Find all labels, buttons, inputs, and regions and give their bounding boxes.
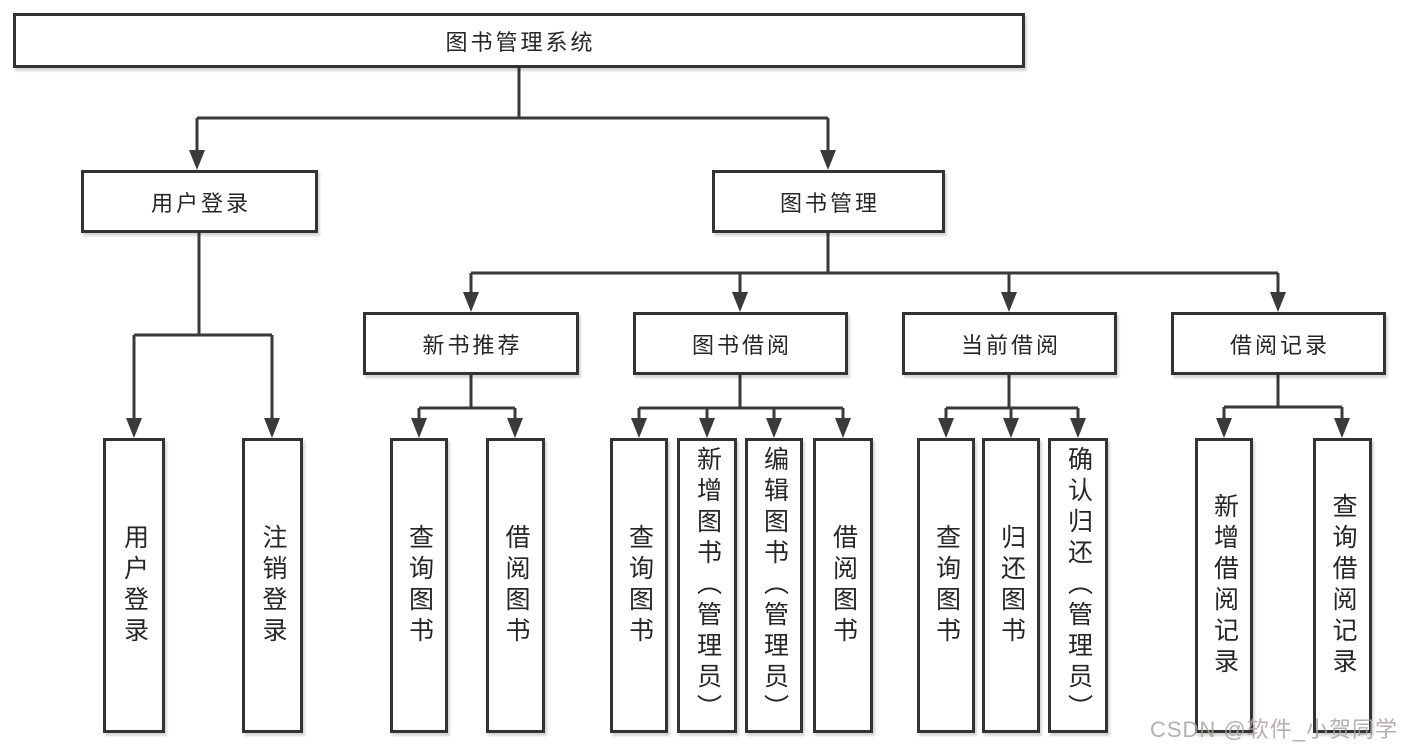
node-borrow-records-label: 借阅记录 xyxy=(1229,332,1330,358)
node-root-label: 图书管理系统 xyxy=(445,29,596,55)
node-user-login-label: 用户登录 xyxy=(150,190,251,216)
leaf-logout: 注销登录 xyxy=(242,438,303,733)
leaf-borrow-book-recommend-label: 借阅图书 xyxy=(502,523,530,648)
leaf-add-book-admin-label: 新增图书（管理员） xyxy=(693,446,722,725)
node-current-borrow: 当前借阅 xyxy=(902,312,1117,375)
leaf-query-borrow-record: 查询借阅记录 xyxy=(1313,438,1372,733)
leaf-user-login-label: 用户登录 xyxy=(120,523,149,648)
leaf-return-book-label: 归还图书 xyxy=(997,523,1026,648)
node-new-book-recommend: 新书推荐 xyxy=(363,312,579,375)
leaf-logout-label: 注销登录 xyxy=(259,523,287,648)
node-borrow-records: 借阅记录 xyxy=(1171,312,1386,375)
node-new-book-recommend-label: 新书推荐 xyxy=(422,332,523,358)
leaf-query-book-current: 查询图书 xyxy=(917,438,975,733)
leaf-query-book-recommend: 查询图书 xyxy=(390,438,448,733)
node-book-management-label: 图书管理 xyxy=(779,190,880,216)
leaf-borrow-book: 借阅图书 xyxy=(813,438,873,733)
node-user-login: 用户登录 xyxy=(81,170,318,233)
leaf-confirm-return-admin-label: 确认归还（管理员） xyxy=(1064,446,1093,725)
leaf-query-book-current-label: 查询图书 xyxy=(932,523,961,648)
leaf-edit-book-admin: 编辑图书（管理员） xyxy=(745,438,803,733)
leaf-borrow-book-label: 借阅图书 xyxy=(829,523,858,648)
csdn-watermark: CSDN @软件_小贺同学 xyxy=(1149,717,1398,742)
leaf-edit-book-admin-label: 编辑图书（管理员） xyxy=(760,446,789,725)
leaf-add-borrow-record-label: 新增借阅记录 xyxy=(1210,492,1239,679)
leaf-query-borrow-record-label: 查询借阅记录 xyxy=(1329,492,1357,679)
node-book-borrow: 图书借阅 xyxy=(633,312,848,375)
node-root: 图书管理系统 xyxy=(13,13,1025,68)
node-current-borrow-label: 当前借阅 xyxy=(960,332,1061,358)
leaf-query-book-borrow-label: 查询图书 xyxy=(625,523,654,648)
leaf-query-book-borrow: 查询图书 xyxy=(610,438,668,733)
node-book-management: 图书管理 xyxy=(712,170,945,233)
leaf-return-book: 归还图书 xyxy=(982,438,1040,733)
leaf-add-book-admin: 新增图书（管理员） xyxy=(677,438,737,733)
leaf-confirm-return-admin: 确认归还（管理员） xyxy=(1048,438,1108,733)
node-book-borrow-label: 图书借阅 xyxy=(691,332,792,358)
leaf-add-borrow-record: 新增借阅记录 xyxy=(1195,438,1253,733)
leaf-borrow-book-recommend: 借阅图书 xyxy=(486,438,545,733)
leaf-query-book-recommend-label: 查询图书 xyxy=(405,523,434,648)
leaf-user-login: 用户登录 xyxy=(103,438,165,733)
